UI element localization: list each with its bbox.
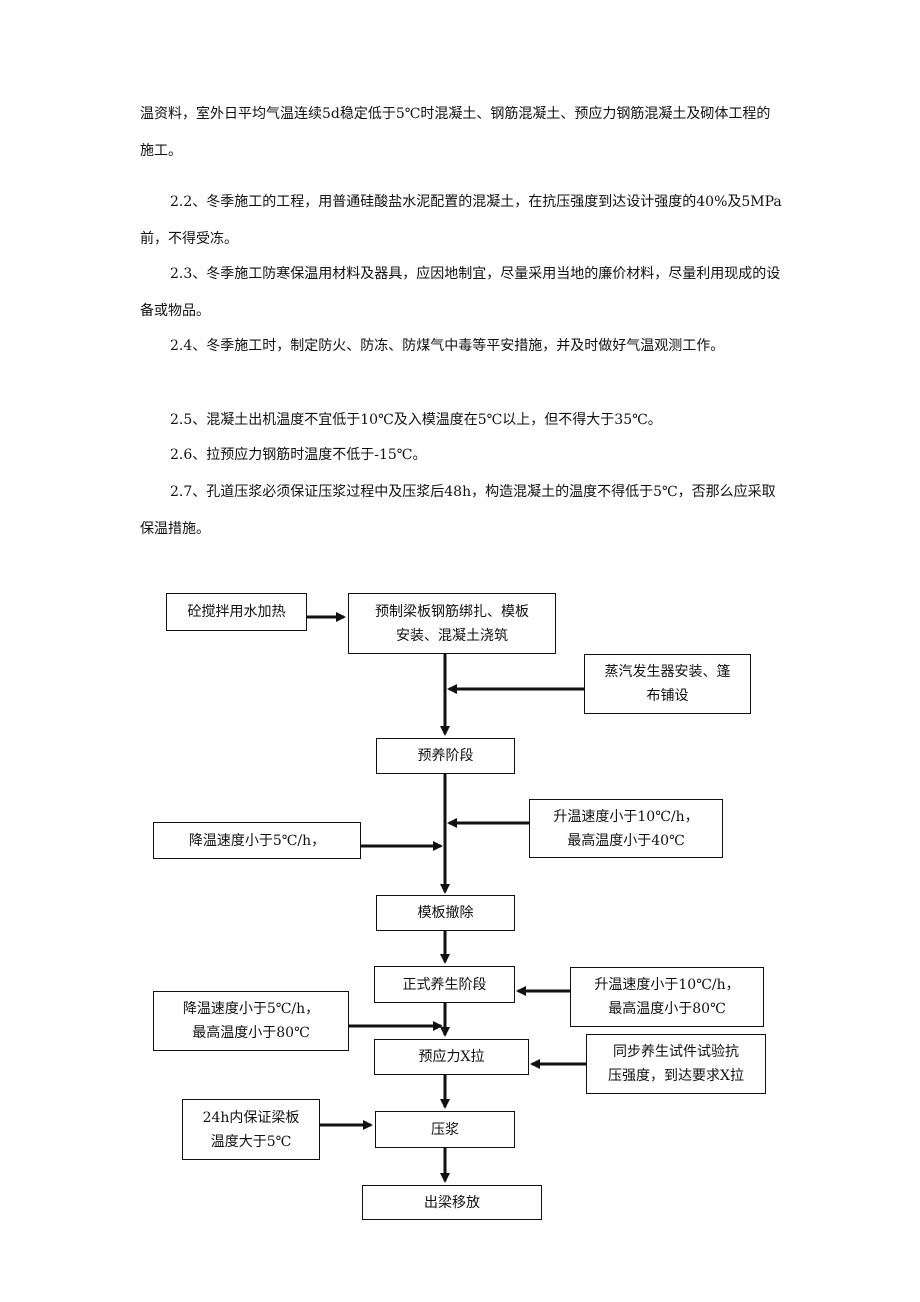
box-casting: 预制梁板钢筋绑扎、模板 安装、混凝土浇筑 [348,593,556,654]
paragraph-2-5: 2.5、混凝土出机温度不宜低于10℃及入模温度在5℃以上，但不得大于35℃。 [170,412,662,428]
box-steam-install: 蒸汽发生器安装、篷 布铺设 [584,654,751,714]
box-pre-curing: 预养阶段 [376,738,515,774]
box-formal-curing: 正式养生阶段 [374,966,515,1003]
paragraph-2-7: 2.7、孔道压浆必须保证压浆过程中及压浆后48h，构造混凝土的温度不得低于5℃，… [140,484,776,537]
box-water-heating: 砼搅拌用水加热 [166,593,307,631]
paragraph-2-3: 2.3、冬季施工防寒保温用材料及器具，应因地制宜，尽量采用当地的廉价材料，尽量利… [140,266,781,319]
box-sync-test: 同步养生试件试验抗 压强度，到达要求X拉 [586,1034,766,1094]
box-heating-rate-1: 升温速度小于10℃/h， 最高温度小于40℃ [529,799,723,858]
box-prestress: 预应力X拉 [374,1039,529,1075]
box-cooling-rate-2: 降温速度小于5℃/h， 最高温度小于80℃ [153,991,349,1051]
paragraph-2-4: 2.4、冬季施工时，制定防火、防冻、防煤气中毒等平安措施，并及时做好气温观测工作… [170,338,725,354]
paragraph-1: 温资料，室外日平均气温连续5d稳定低于5℃时混凝土、钢筋混凝土、预应力钢筋混凝土… [140,106,771,159]
box-grouting: 压浆 [375,1111,515,1148]
paragraph-2-6: 2.6、拉预应力钢筋时温度不低于-15℃。 [170,447,427,463]
box-beam-out: 出梁移放 [362,1185,542,1220]
paragraph-2-2: 2.2、冬季施工的工程，用普通硅酸盐水泥配置的混凝土，在抗压强度到达设计强度的4… [140,194,782,247]
box-cooling-rate-1: 降温速度小于5℃/h， [153,822,361,859]
box-keep-warm: 24h内保证梁板 温度大于5℃ [182,1099,320,1160]
box-heating-rate-2: 升温速度小于10℃/h， 最高温度小于80℃ [570,967,764,1027]
box-formwork-removal: 模板撤除 [376,895,515,931]
